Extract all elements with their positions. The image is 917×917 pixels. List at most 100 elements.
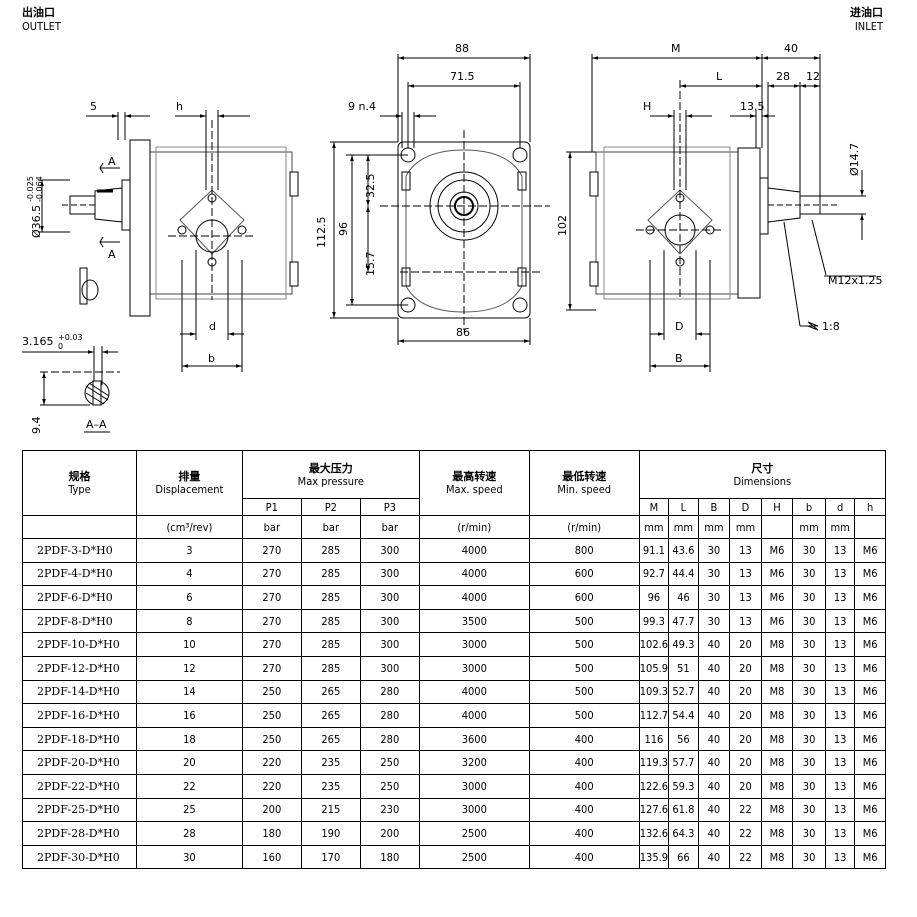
table-cell: 40 (697, 655, 731, 681)
table-cell: M8 (760, 632, 794, 657)
model-cell: 2PDF-28-D*H0 (22, 821, 137, 846)
table-cell: 30 (792, 821, 826, 846)
table-cell: 265 (300, 703, 361, 728)
table-cell: 30 (697, 561, 731, 587)
model-cell: 2PDF-18-D*H0 (22, 726, 137, 752)
section-a-bottom: A (108, 248, 116, 261)
table-cell: 66 (668, 844, 699, 870)
subheader-cell: b (792, 498, 826, 516)
table-cell: 61.8 (668, 797, 699, 823)
center-view: 88 71.5 9 n.4 112.5 96 32.5 15.7 86 (315, 42, 550, 345)
table-cell: 400 (528, 821, 640, 846)
table-cell: 13 (824, 608, 856, 634)
units-type-cell (22, 515, 137, 539)
table-cell: 4000 (418, 585, 530, 610)
table-cell: 280 (359, 726, 420, 752)
table-cell: 220 (241, 773, 302, 799)
table-cell: 22 (135, 773, 243, 799)
table-cell: 280 (359, 703, 420, 728)
units-cell: mm (729, 515, 762, 539)
dim-D: D (675, 320, 683, 333)
table-cell: 270 (241, 538, 302, 563)
table-cell: M8 (760, 750, 794, 775)
table-cell: 30 (792, 703, 826, 728)
table-cell: 250 (241, 679, 302, 705)
table-cell: 3000 (418, 655, 530, 681)
table-cell: 285 (300, 655, 361, 681)
outlet-label: 出油口 OUTLET (22, 6, 61, 34)
table-cell: 30 (697, 538, 731, 563)
table-cell: M8 (760, 703, 794, 728)
table-cell: 13 (824, 703, 856, 728)
table-cell: 47.7 (668, 608, 699, 634)
table-cell: 54.4 (668, 703, 699, 728)
table-cell: 220 (241, 750, 302, 775)
dim-b: b (208, 352, 215, 365)
table-cell: 40 (697, 750, 731, 775)
units-cell: mm (638, 515, 670, 539)
table-cell: 2500 (418, 844, 530, 870)
table-cell: M6 (854, 538, 886, 563)
inlet-label: 进油口 INLET (850, 6, 883, 34)
table-cell: 22 (729, 797, 762, 823)
table-cell: 600 (528, 561, 640, 587)
dim-71-5: 71.5 (450, 70, 475, 83)
table-cell: 400 (528, 797, 640, 823)
table-cell: 400 (528, 844, 640, 870)
table-cell: 280 (359, 679, 420, 705)
units-cell: mm (824, 515, 856, 539)
dim-40: 40 (784, 42, 798, 55)
table-cell: 2500 (418, 821, 530, 846)
dim-96: 96 (337, 222, 350, 236)
table-cell: 22 (729, 821, 762, 846)
table-cell: 4000 (418, 679, 530, 705)
dim-shaft-tol-top: -0.025 (26, 176, 35, 202)
dim-28: 28 (776, 70, 790, 83)
model-cell: 2PDF-20-D*H0 (22, 750, 137, 775)
table-cell: 30 (792, 679, 826, 705)
table-cell: 46 (668, 585, 699, 610)
table-cell: 30 (792, 655, 826, 681)
table-cell: 43.6 (668, 538, 699, 563)
table-cell: 235 (300, 750, 361, 775)
table-cell: 4000 (418, 703, 530, 728)
table-cell: 300 (359, 608, 420, 634)
table-cell: 235 (300, 773, 361, 799)
table-cell: 400 (528, 726, 640, 752)
dim-shaft-tol-bot: -0.064 (35, 176, 44, 202)
dim-taper: 1:8 (822, 320, 840, 333)
table-cell: 500 (528, 632, 640, 657)
table-cell: M8 (760, 679, 794, 705)
table-cell: 116 (638, 726, 670, 752)
table-cell: 119.3 (638, 750, 670, 775)
table-cell: M8 (760, 844, 794, 870)
table-cell: 13 (729, 608, 762, 634)
dim-5: 5 (90, 100, 97, 113)
table-cell: 92.7 (638, 561, 670, 587)
table-cell: 14 (135, 679, 243, 705)
dim-H: H (643, 100, 651, 113)
table-cell: 20 (729, 726, 762, 752)
table-cell: M8 (760, 821, 794, 846)
table-cell: 250 (241, 703, 302, 728)
table-cell: 122.6 (638, 773, 670, 799)
dim-L: L (716, 70, 723, 83)
model-cell: 2PDF-10-D*H0 (22, 632, 137, 657)
table-cell: 12 (135, 655, 243, 681)
model-cell: 2PDF-6-D*H0 (22, 585, 137, 610)
dim-88: 88 (455, 42, 469, 55)
table-cell: M6 (854, 679, 886, 705)
table-cell: M6 (854, 561, 886, 587)
table-cell: M6 (854, 632, 886, 657)
subheader-cell: P3 (359, 498, 420, 516)
table-cell: 20 (729, 632, 762, 657)
table-cell: 270 (241, 561, 302, 587)
table-cell: 13 (824, 844, 856, 870)
table-cell: 13 (824, 821, 856, 846)
